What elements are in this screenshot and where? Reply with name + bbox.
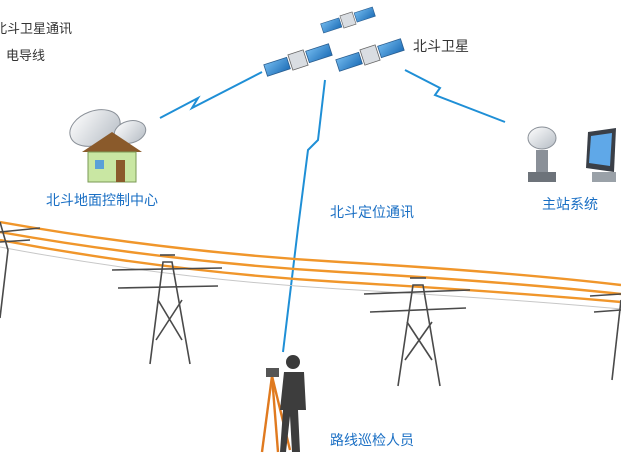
tower-icon <box>0 221 41 319</box>
signal-bolt-down <box>282 79 326 353</box>
house-with-dishes-icon <box>69 109 147 183</box>
power-wires-back <box>0 246 621 310</box>
satellite-icon <box>335 38 405 72</box>
tower-icon <box>363 277 471 387</box>
signal-bolt-right <box>404 69 506 123</box>
tower-icon <box>111 254 223 365</box>
patrol-staff-label: 路线巡检人员 <box>330 433 414 449</box>
satellite-icon <box>263 43 333 77</box>
computer-monitor-icon <box>586 128 616 182</box>
satellite-icon <box>320 6 376 34</box>
server-dish-icon <box>527 126 557 182</box>
signal-bolt-left <box>159 71 263 119</box>
tower-icon <box>589 293 621 381</box>
ground-control-label: 北斗地面控制中心 <box>46 193 158 209</box>
power-wires <box>0 220 621 304</box>
surveyor-icon <box>260 355 306 453</box>
legend-wire: 电导线 <box>6 49 46 64</box>
satellite-label: 北斗卫星 <box>413 39 469 55</box>
positioning-label: 北斗定位通讯 <box>330 205 414 221</box>
legend-satellite-comm: 北斗卫星通讯 <box>0 22 73 37</box>
master-station-label: 主站系统 <box>542 197 598 213</box>
